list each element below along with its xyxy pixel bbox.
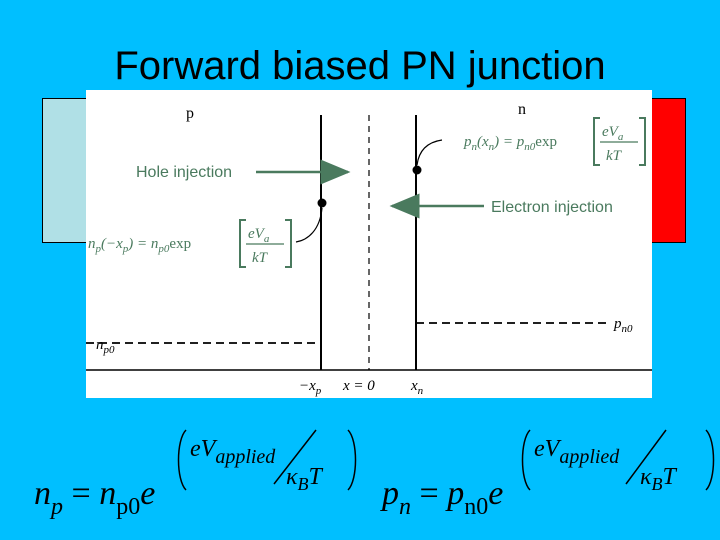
pn-boundary-point — [412, 165, 422, 175]
svg-text:pn = pn0e: pn = pn0e — [380, 475, 503, 520]
svg-text:np(−xp) = np0exp: np(−xp) = np0exp — [88, 236, 191, 255]
svg-text:np = np0e: np = np0e — [34, 475, 155, 520]
slide-title: Forward biased PN junction — [114, 44, 606, 88]
pn-leader-curve — [416, 139, 443, 166]
junction-diagram-svg: p n Hole injection Electron injection pn… — [86, 101, 652, 397]
electron-injection-label: Electron injection — [491, 199, 613, 216]
svg-text:kT: kT — [252, 250, 269, 266]
hole-injection-label: Hole injection — [136, 164, 232, 181]
pn-injection-equation: pn = pn0e eVapplied κBT — [360, 400, 720, 530]
np0-label: np0 — [96, 337, 115, 356]
svg-text:pn(xn) = pn0exp: pn(xn) = pn0exp — [463, 134, 557, 153]
n-region-label: n — [518, 101, 526, 118]
svg-text:eVapplied: eVapplied — [534, 436, 620, 468]
np-boundary-equation: np(−xp) = np0exp eVa kT — [88, 219, 292, 268]
xn-label: xn — [410, 378, 424, 397]
svg-text:kT: kT — [606, 148, 623, 164]
x-zero-label: x = 0 — [342, 378, 375, 394]
svg-text:κBT: κBT — [640, 464, 678, 494]
np-injection-equation: np = np0e eVapplied κBT — [0, 400, 360, 530]
svg-text:eVapplied: eVapplied — [190, 436, 276, 468]
minus-xp-label: −xp — [299, 378, 322, 397]
np-leader-curve — [295, 207, 323, 243]
pn-boundary-equation: pn(xn) = pn0exp eVa kT — [463, 117, 646, 166]
svg-text:eVa: eVa — [248, 226, 270, 245]
p-region-label: p — [186, 105, 194, 122]
pn0-label: pn0 — [613, 316, 633, 335]
junction-diagram: p n Hole injection Electron injection pn… — [86, 90, 652, 398]
svg-text:κBT: κBT — [286, 464, 324, 494]
np-boundary-point — [317, 198, 327, 208]
svg-text:eVa: eVa — [602, 124, 624, 143]
